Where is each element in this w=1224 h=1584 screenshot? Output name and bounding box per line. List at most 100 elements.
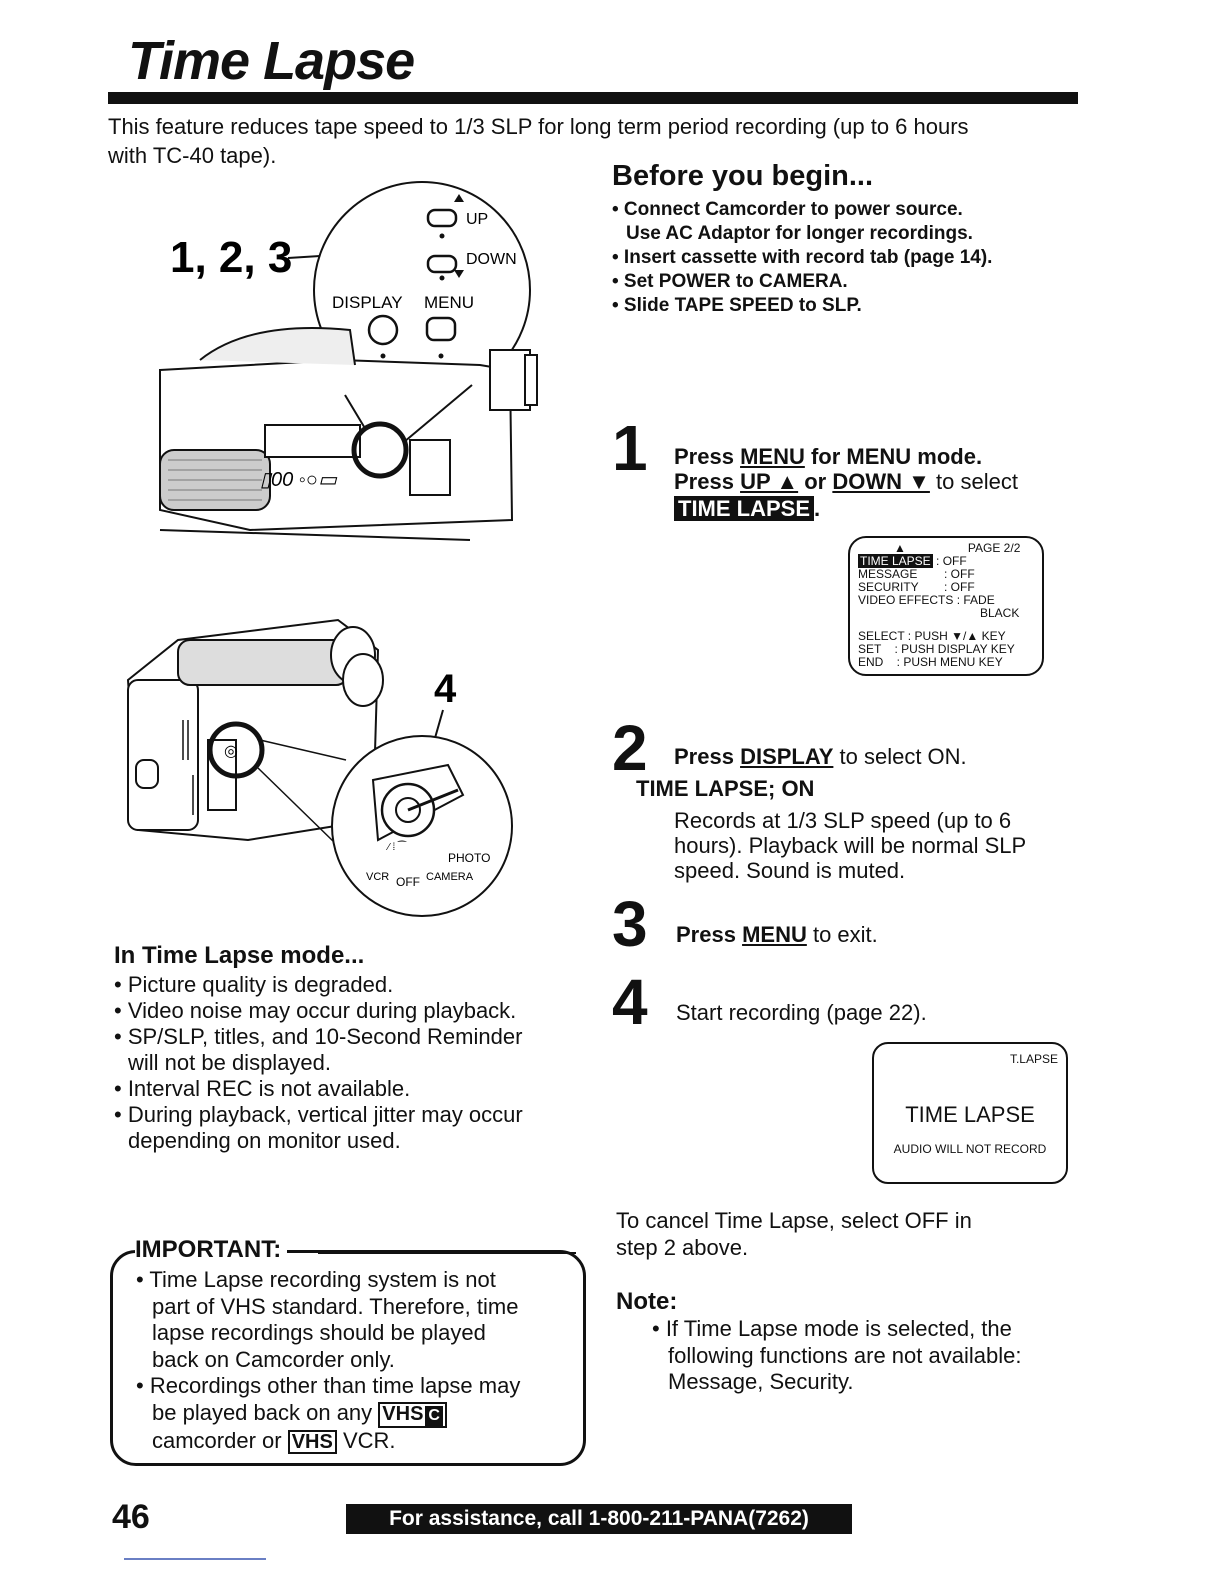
step-2-desc-line: speed. Sound is muted. <box>674 858 906 883</box>
important-box <box>110 1250 586 1466</box>
step-4-text: Start recording (page 22). <box>676 1000 927 1025</box>
important-line: be played back on any <box>152 1399 379 1425</box>
menu-page: PAGE 2/2 <box>967 541 1021 555</box>
label-up: UP <box>466 211 488 228</box>
page-title: Time Lapse <box>128 31 415 91</box>
vhs-logo: VHS <box>287 1429 337 1454</box>
menu-row-label: VIDEO EFFECTS <box>858 593 954 607</box>
triangle-down-icon <box>454 270 464 278</box>
footer-line <box>124 1558 266 1560</box>
step-1-period: . <box>814 496 821 521</box>
label-off: OFF <box>396 875 420 889</box>
menu-select: SELECT : PUSH ▼/▲ KEY <box>858 629 1006 643</box>
step-3-text: Press MENU to exit. <box>676 922 1076 947</box>
important-line: part of VHS standard. Therefore, time <box>152 1293 519 1319</box>
cancel-line: To cancel Time Lapse, select OFF in <box>616 1208 972 1233</box>
menu-end: END : PUSH MENU KEY <box>858 655 1003 669</box>
mode-item: • During playback, vertical jitter may o… <box>114 1102 523 1127</box>
mode-item: • Video noise may occur during playback. <box>114 998 517 1023</box>
menu-set: SET : PUSH DISPLAY KEY <box>858 642 1015 656</box>
menu-row-value: : OFF <box>944 567 975 581</box>
note-line: Message, Security. <box>668 1369 854 1394</box>
menu-row-value: : FADE <box>956 593 995 607</box>
step-3-press: Press <box>676 922 743 947</box>
step-1-or: or <box>798 469 833 494</box>
before-heading: Before you begin... <box>612 160 874 192</box>
svg-text:⁄ ⁞ ⁀: ⁄ ⁞ ⁀ <box>385 840 407 853</box>
before-item: • Insert cassette with record tab (page … <box>612 247 993 268</box>
before-item: • Set POWER to CAMERA. <box>612 271 848 292</box>
before-list: • Connect Camcorder to power source. Use… <box>612 198 1052 318</box>
menu-row-value: : OFF <box>936 554 967 568</box>
important-line: VCR. <box>336 1427 396 1453</box>
step-1-number: 1 <box>612 412 648 484</box>
cancel-line: step 2 above. <box>616 1235 749 1260</box>
display-main: TIME LAPSE <box>905 1102 1035 1127</box>
before-item: • Connect Camcorder to power source. <box>612 199 963 220</box>
down-button-icon <box>426 254 458 274</box>
menu-row-label: SECURITY <box>858 580 919 594</box>
callout-4: 4 <box>434 667 457 711</box>
mode-item: will not be displayed. <box>128 1050 332 1075</box>
intro-line-2: with TC-40 tape). <box>108 143 277 168</box>
camcorder-power-switch-illustration: ◎ 4 ⁄ ⁞ ⁀ PHOTO VCR OFF CAMERA <box>126 618 513 917</box>
mode-item: depending on monitor used. <box>128 1128 401 1153</box>
assistance-bar: For assistance, call 1-800-211-PANA(7262… <box>346 1504 852 1534</box>
menu-fade-black: BLACK <box>980 606 1020 620</box>
display-corner: T.LAPSE <box>1009 1052 1058 1066</box>
menu-row-label: MESSAGE <box>858 567 918 581</box>
important-line: • Recordings other than time lapse may <box>136 1373 521 1398</box>
svg-text:▯00 ◦○▭: ▯00 ◦○▭ <box>260 469 338 491</box>
vhs-c-badge: C <box>425 1405 443 1426</box>
up-button-icon <box>426 208 458 228</box>
display-sub: AUDIO WILL NOT RECORD <box>893 1142 1047 1156</box>
menu-arrow-icon: ▲ <box>894 541 906 555</box>
vhs-logo-text: VHS <box>382 1402 424 1425</box>
note-line: • If Time Lapse mode is selected, the <box>652 1316 1012 1341</box>
note-line: following functions are not available: <box>668 1342 1022 1368</box>
step-1-highlight: TIME LAPSE <box>674 496 815 521</box>
mode-heading: In Time Lapse mode... <box>114 942 365 969</box>
step-1-text: Press MENU for MENU mode. Press UP ▲ or … <box>674 444 1094 521</box>
step-1-press: Press <box>674 444 741 469</box>
step-4-number: 4 <box>612 966 648 1038</box>
svg-text:◎: ◎ <box>224 743 238 760</box>
note-heading: Note: <box>616 1288 678 1315</box>
before-item: Use AC Adaptor for longer recordings. <box>626 223 973 244</box>
intro-text: This feature reduces tape speed to 1/3 S… <box>108 112 1088 170</box>
step-2-desc: Records at 1/3 SLP speed (up to 6 hours)… <box>674 808 1094 883</box>
important-line: back on Camcorder only. <box>152 1346 395 1372</box>
step-2-rest: to select ON. <box>833 744 967 769</box>
triangle-up-icon <box>454 194 464 202</box>
step-1-up: UP ▲ <box>740 469 799 494</box>
step-1-press2: Press <box>674 469 741 494</box>
mode-item: • SP/SLP, titles, and 10-Second Reminder <box>114 1024 523 1049</box>
step-3-rest: to exit. <box>806 922 878 947</box>
step-3-number: 3 <box>612 888 648 960</box>
display-button-icon <box>367 314 399 346</box>
label-display: DISPLAY <box>332 293 403 312</box>
step-2-text: Press DISPLAY to select ON. <box>674 744 1094 769</box>
step-2-desc-line: Records at 1/3 SLP speed (up to 6 <box>674 808 1012 833</box>
step-2-press: Press <box>674 744 741 769</box>
important-line: camcorder or <box>152 1427 288 1453</box>
title-rule <box>108 92 1078 104</box>
step-1-mode: for MENU mode. <box>804 444 983 469</box>
mode-item: • Interval REC is not available. <box>114 1076 411 1101</box>
highlight-circle <box>351 421 409 479</box>
step-1-down: DOWN ▼ <box>832 469 930 494</box>
power-switch-highlight <box>207 721 265 779</box>
label-photo: PHOTO <box>448 851 490 865</box>
step-2-display: DISPLAY <box>740 744 834 769</box>
important-line: lapse recordings should be played <box>152 1320 486 1345</box>
camcorder-buttons-illustration: 1, 2, 3 UP DOWN DISPLAY MENU ▯00 ◦○▭ <box>159 181 538 541</box>
mode-item: • Picture quality is degraded. <box>114 972 394 997</box>
page-number: 46 <box>112 1498 150 1536</box>
menu-row-value: : OFF <box>944 580 975 594</box>
mode-list: • Picture quality is degraded. • Video n… <box>114 972 584 1154</box>
menu-button-icon <box>425 316 457 342</box>
intro-line-1: This feature reduces tape speed to 1/3 S… <box>108 114 969 139</box>
cancel-text: To cancel Time Lapse, select OFF in step… <box>616 1207 1056 1261</box>
menu-screen: ▲PAGE 2/2 TIME LAPSE : OFF MESSAGE: OFF … <box>848 536 1044 676</box>
